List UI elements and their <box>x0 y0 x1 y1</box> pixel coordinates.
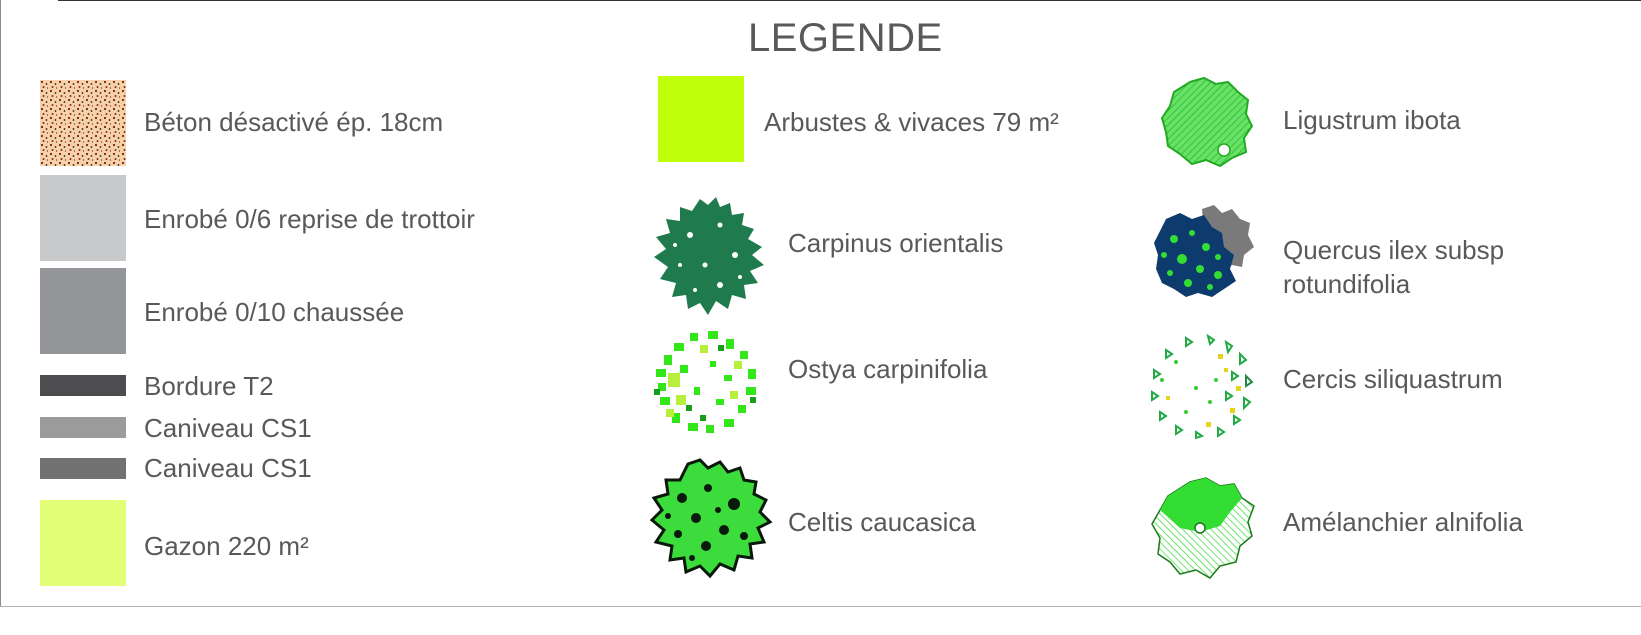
left-border-line <box>0 0 1 607</box>
legend-label-beton: Béton désactivé ép. 18cm <box>144 107 444 137</box>
legend-title: LEGENDE <box>748 16 943 60</box>
legend-label-cercis: Cercis siliquastrum <box>1283 364 1503 394</box>
legend-label-quercus-line2: rotundifolia <box>1283 269 1411 299</box>
tree-carpinus-icon <box>650 195 770 319</box>
legend-label-celtis: Celtis caucasica <box>788 507 976 537</box>
bottom-border-line <box>0 606 1641 607</box>
legend-label-ligustrum: Ligustrum ibota <box>1283 105 1461 135</box>
shrub-ligustrum-icon <box>1160 76 1254 168</box>
asphalt-sidewalk-swatch <box>40 175 126 261</box>
legend-label-ostya: Ostya carpinifolia <box>788 354 988 384</box>
curb-swatch <box>40 375 126 396</box>
top-border-line <box>58 0 1641 1</box>
legend-label-bordure: Bordure T2 <box>144 371 274 401</box>
shrubs-swatch <box>658 76 744 162</box>
legend-label-caniveau-2: Caniveau CS1 <box>144 453 312 483</box>
legend-label-caniveau-1: Caniveau CS1 <box>144 413 312 443</box>
asphalt-road-swatch <box>40 268 126 354</box>
legend-label-quercus: Quercus ilex subsp <box>1283 235 1505 265</box>
tree-quercus-icon <box>1152 203 1256 299</box>
lawn-swatch <box>40 500 126 586</box>
tree-amelanchier-icon <box>1150 476 1256 580</box>
tree-ostrya-icon <box>650 325 762 437</box>
tree-celtis-icon <box>648 458 774 580</box>
gutter-dark-swatch <box>40 458 126 479</box>
legend-label-carpinus: Carpinus orientalis <box>788 228 1004 258</box>
tree-cercis-icon <box>1146 332 1260 442</box>
legend-label-enrobe-trottoir: Enrobé 0/6 reprise de trottoir <box>144 204 475 234</box>
legend-label-enrobe-chaussee: Enrobé 0/10 chaussée <box>144 297 405 327</box>
gutter-light-swatch <box>40 417 126 438</box>
concrete-texture-icon <box>40 80 126 166</box>
legend-label-arbustes: Arbustes & vivaces 79 m² <box>764 107 1059 137</box>
legend-label-gazon: Gazon 220 m² <box>144 531 309 561</box>
legend-label-amelanchier: Amélanchier alnifolia <box>1283 507 1523 537</box>
